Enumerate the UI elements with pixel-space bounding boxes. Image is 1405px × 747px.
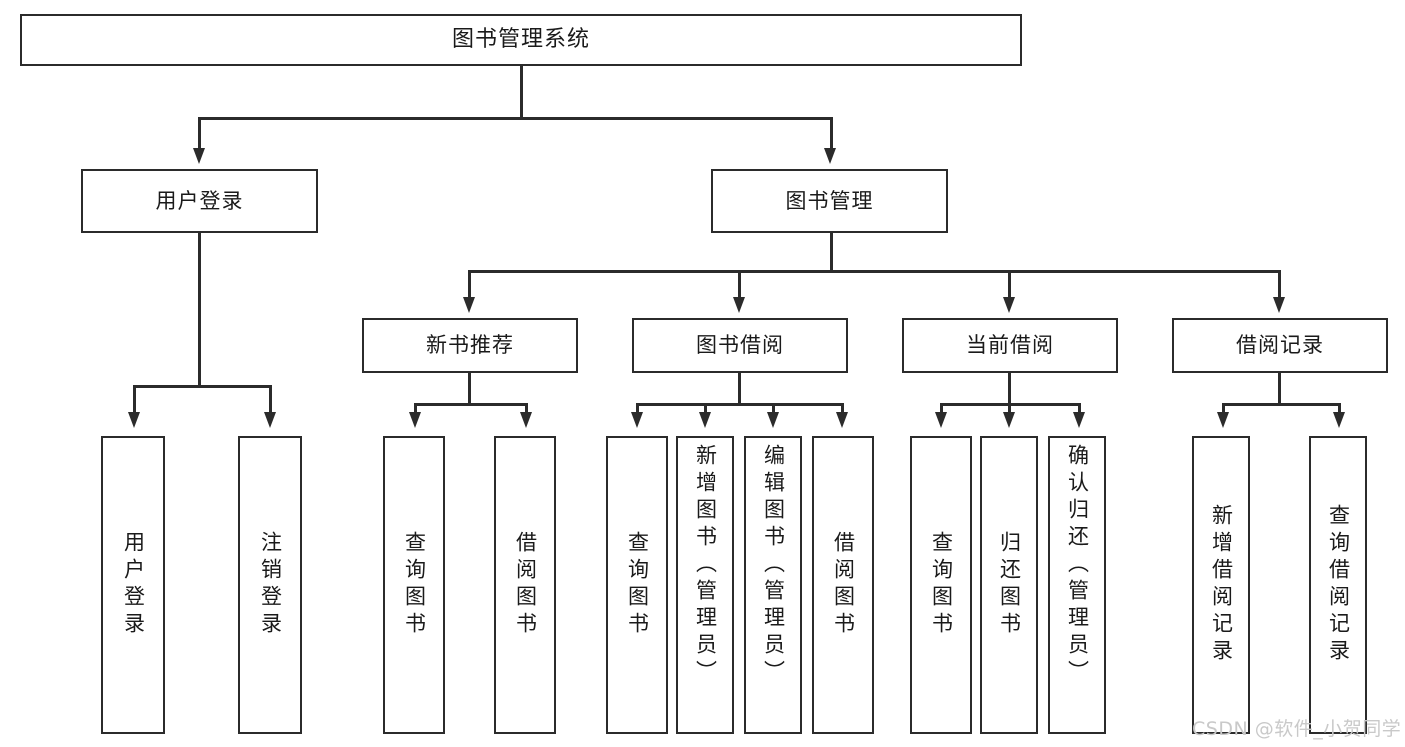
node-book-borrow[interactable]: 图书借阅 (632, 318, 848, 373)
arrow-records-leaf-1 (1217, 412, 1229, 428)
connector-book-mgmt-branch-4 (1278, 270, 1281, 300)
node-borrow-records[interactable]: 借阅记录 (1172, 318, 1388, 373)
connector-user-login-bus (133, 385, 271, 388)
arrow-book-borrow-leaf-2 (699, 412, 711, 428)
leaf-label: 编辑图书（管理员） (761, 444, 786, 687)
connector-book-mgmt-bus (468, 270, 1280, 273)
connector-new-books-branch-2 (525, 403, 528, 415)
connector-user-login-branch-2 (269, 385, 272, 415)
connector-book-borrow-branch-2 (704, 403, 707, 415)
leaf-query-books-current[interactable]: 查询图书 (910, 436, 972, 734)
leaf-label: 新增图书（管理员） (693, 444, 718, 687)
connector-book-borrow-branch-3 (772, 403, 775, 415)
arrow-new-books-leaf-1 (409, 412, 421, 428)
arrow-book-mgmt-to-records (1273, 297, 1285, 313)
node-label: 图书管理 (785, 188, 874, 213)
node-root-system[interactable]: 图书管理系统 (20, 14, 1022, 66)
connector-current-borrow-stem (1008, 373, 1011, 403)
arrow-current-borrow-leaf-3 (1073, 412, 1085, 428)
leaf-label: 归还图书 (997, 531, 1022, 639)
connector-book-mgmt-branch-1 (468, 270, 471, 300)
leaf-label: 注销登录 (258, 531, 283, 639)
csdn-watermark: CSDN @软件_小贺同学 (1192, 718, 1402, 740)
connector-new-books-branch-1 (414, 403, 417, 415)
connector-root-stem (520, 66, 523, 117)
node-book-management[interactable]: 图书管理 (711, 169, 948, 233)
leaf-user-login[interactable]: 用户登录 (101, 436, 165, 734)
node-label: 当前借阅 (966, 333, 1054, 358)
connector-records-branch-1 (1222, 403, 1225, 415)
leaf-add-book-admin[interactable]: 新增图书（管理员） (676, 436, 734, 734)
arrow-book-mgmt-to-borrow (733, 297, 745, 313)
leaf-label: 查询图书 (402, 531, 427, 639)
node-new-book-recommend[interactable]: 新书推荐 (362, 318, 578, 373)
arrow-records-leaf-2 (1333, 412, 1345, 428)
node-label: 图书管理系统 (451, 27, 590, 53)
node-label: 图书借阅 (696, 333, 784, 358)
node-label: 用户登录 (155, 188, 244, 213)
connector-new-books-bus (414, 403, 528, 406)
arrow-current-borrow-leaf-2 (1003, 412, 1015, 428)
leaf-borrow-books-recommend[interactable]: 借阅图书 (494, 436, 556, 734)
leaf-confirm-return-admin[interactable]: 确认归还（管理员） (1048, 436, 1106, 734)
arrow-book-borrow-leaf-1 (631, 412, 643, 428)
connector-current-borrow-branch-3 (1078, 403, 1081, 415)
arrow-new-books-leaf-2 (520, 412, 532, 428)
leaf-query-borrow-record[interactable]: 查询借阅记录 (1309, 436, 1367, 734)
connector-book-mgmt-branch-3 (1008, 270, 1011, 300)
leaf-query-books-recommend[interactable]: 查询图书 (383, 436, 445, 734)
leaf-logout[interactable]: 注销登录 (238, 436, 302, 734)
connector-root-bus (198, 117, 832, 120)
leaf-label: 查询图书 (929, 531, 954, 639)
arrow-root-to-user-login (193, 148, 205, 164)
connector-book-borrow-bus (636, 403, 841, 406)
arrow-user-login-leaf-2 (264, 412, 276, 428)
leaf-add-borrow-record[interactable]: 新增借阅记录 (1192, 436, 1250, 734)
arrow-book-borrow-leaf-3 (767, 412, 779, 428)
leaf-label: 用户登录 (121, 531, 146, 639)
arrow-user-login-leaf-1 (128, 412, 140, 428)
connector-new-books-stem (468, 373, 471, 403)
connector-book-mgmt-stem (830, 233, 833, 270)
leaf-label: 新增借阅记录 (1209, 504, 1234, 666)
connector-root-to-book-mgmt (830, 117, 833, 151)
leaf-label: 借阅图书 (831, 531, 856, 639)
connector-records-bus (1222, 403, 1340, 406)
connector-current-borrow-branch-2 (1008, 403, 1011, 415)
arrow-book-borrow-leaf-4 (836, 412, 848, 428)
node-user-login[interactable]: 用户登录 (81, 169, 318, 233)
leaf-borrow-books[interactable]: 借阅图书 (812, 436, 874, 734)
leaf-label: 借阅图书 (513, 531, 538, 639)
arrow-book-mgmt-to-current (1003, 297, 1015, 313)
leaf-label: 查询借阅记录 (1326, 504, 1351, 666)
connector-current-borrow-branch-1 (940, 403, 943, 415)
connector-book-borrow-stem (738, 373, 741, 403)
connector-book-borrow-branch-1 (636, 403, 639, 415)
node-label: 新书推荐 (426, 333, 514, 358)
leaf-query-books-borrow[interactable]: 查询图书 (606, 436, 668, 734)
leaf-label: 查询图书 (625, 531, 650, 639)
arrow-current-borrow-leaf-1 (935, 412, 947, 428)
connector-book-borrow-branch-4 (841, 403, 844, 415)
leaf-edit-book-admin[interactable]: 编辑图书（管理员） (744, 436, 802, 734)
arrow-root-to-book-mgmt (824, 148, 836, 164)
connector-records-stem (1278, 373, 1281, 403)
leaf-label: 确认归还（管理员） (1065, 444, 1090, 687)
connector-records-branch-2 (1338, 403, 1341, 415)
leaf-return-books[interactable]: 归还图书 (980, 436, 1038, 734)
connector-user-login-stem (198, 233, 201, 385)
connector-book-mgmt-branch-2 (738, 270, 741, 300)
connector-user-login-branch-1 (133, 385, 136, 415)
arrow-book-mgmt-to-new-books (463, 297, 475, 313)
node-label: 借阅记录 (1236, 333, 1324, 358)
connector-root-to-user-login (198, 117, 201, 151)
node-current-borrow[interactable]: 当前借阅 (902, 318, 1118, 373)
